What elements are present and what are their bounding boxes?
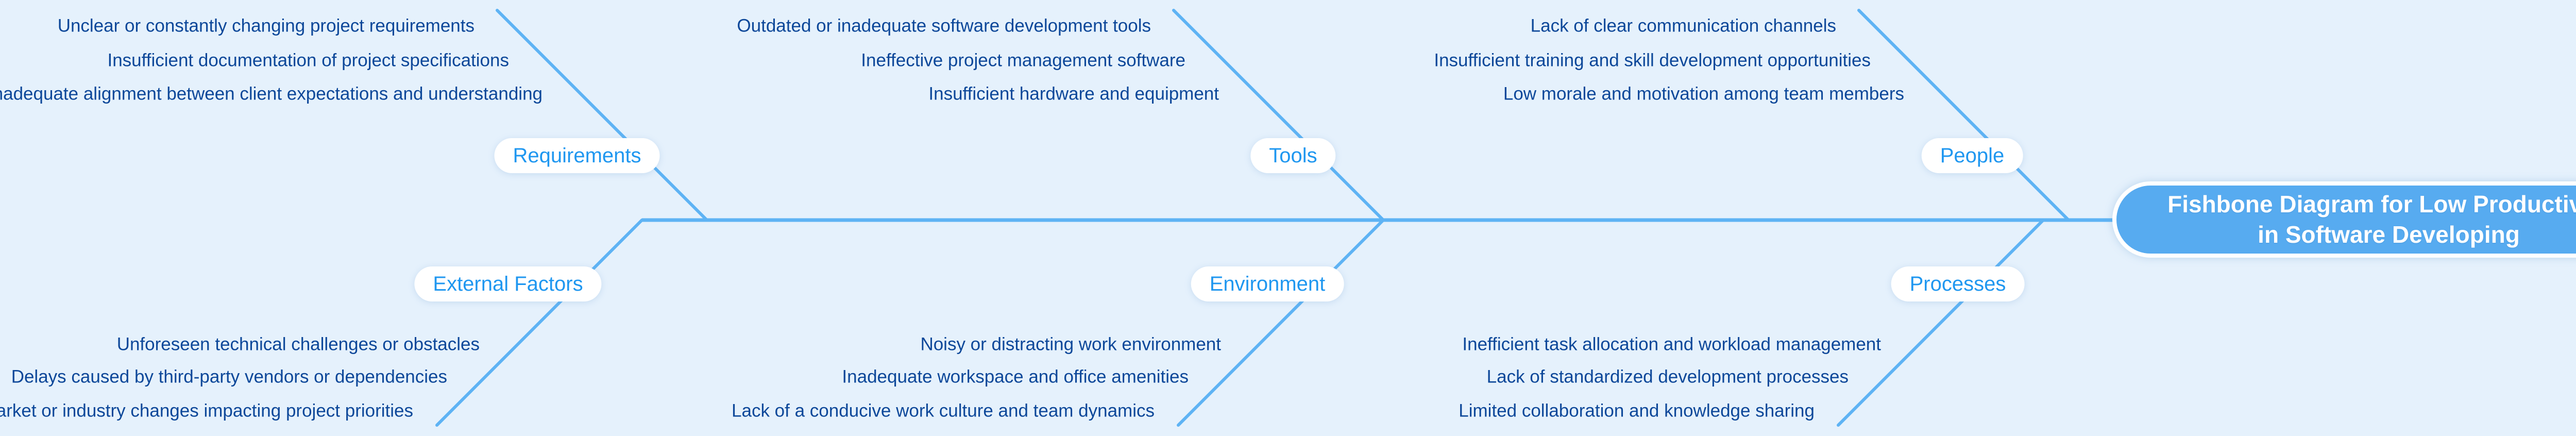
cause-people-2[interactable]: Insufficient training and skill developm…	[1434, 50, 1871, 71]
cause-environment-1[interactable]: Noisy or distracting work environment	[920, 334, 1221, 355]
cause-people-3[interactable]: Low morale and motivation among team mem…	[1503, 83, 1904, 104]
cause-requirements-2[interactable]: Insufficient documentation of project sp…	[107, 50, 509, 71]
cause-external-factors-1[interactable]: Unforeseen technical challenges or obsta…	[116, 334, 480, 355]
category-pill-people[interactable]: People	[1921, 138, 2023, 173]
branch-line-tools	[1172, 9, 1385, 222]
branch-line-processes	[1837, 219, 2045, 427]
cause-external-factors-2[interactable]: Delays caused by third-party vendors or …	[11, 366, 447, 387]
branch-line-requirements	[496, 9, 708, 222]
category-pill-environment[interactable]: Environment	[1191, 266, 1344, 301]
cause-processes-1[interactable]: Inefficient task allocation and workload…	[1462, 334, 1881, 355]
fish-head-title-line2: in Software Developing	[2258, 221, 2520, 248]
cause-tools-1[interactable]: Outdated or inadequate software developm…	[737, 15, 1151, 36]
cause-tools-3[interactable]: Insufficient hardware and equipment	[928, 83, 1219, 104]
cause-requirements-1[interactable]: Unclear or constantly changing project r…	[57, 15, 474, 36]
branch-line-environment	[1177, 219, 1385, 427]
cause-processes-3[interactable]: Limited collaboration and knowledge shar…	[1459, 400, 1815, 421]
fish-head-title-box[interactable]: Fishbone Diagram for Low Productivity in…	[2112, 181, 2576, 258]
cause-processes-2[interactable]: Lack of standardized development process…	[1486, 366, 1849, 387]
cause-requirements-3[interactable]: Inadequate alignment between client expe…	[0, 83, 543, 104]
category-pill-requirements[interactable]: Requirements	[494, 138, 660, 173]
branch-line-external-factors	[435, 219, 643, 427]
category-pill-tools[interactable]: Tools	[1250, 138, 1336, 173]
branch-line-people	[1857, 9, 2070, 222]
cause-environment-2[interactable]: Inadequate workspace and office amenitie…	[842, 366, 1189, 387]
cause-external-factors-3[interactable]: Market or industry changes impacting pro…	[0, 400, 413, 421]
category-pill-external-factors[interactable]: External Factors	[414, 266, 602, 301]
cause-tools-2[interactable]: Ineffective project management software	[861, 50, 1185, 71]
category-pill-processes[interactable]: Processes	[1891, 266, 2025, 301]
cause-people-1[interactable]: Lack of clear communication channels	[1530, 15, 1836, 36]
cause-environment-3[interactable]: Lack of a conducive work culture and tea…	[732, 400, 1155, 421]
fish-head-title-line1: Fishbone Diagram for Low Productivity	[2167, 191, 2576, 218]
